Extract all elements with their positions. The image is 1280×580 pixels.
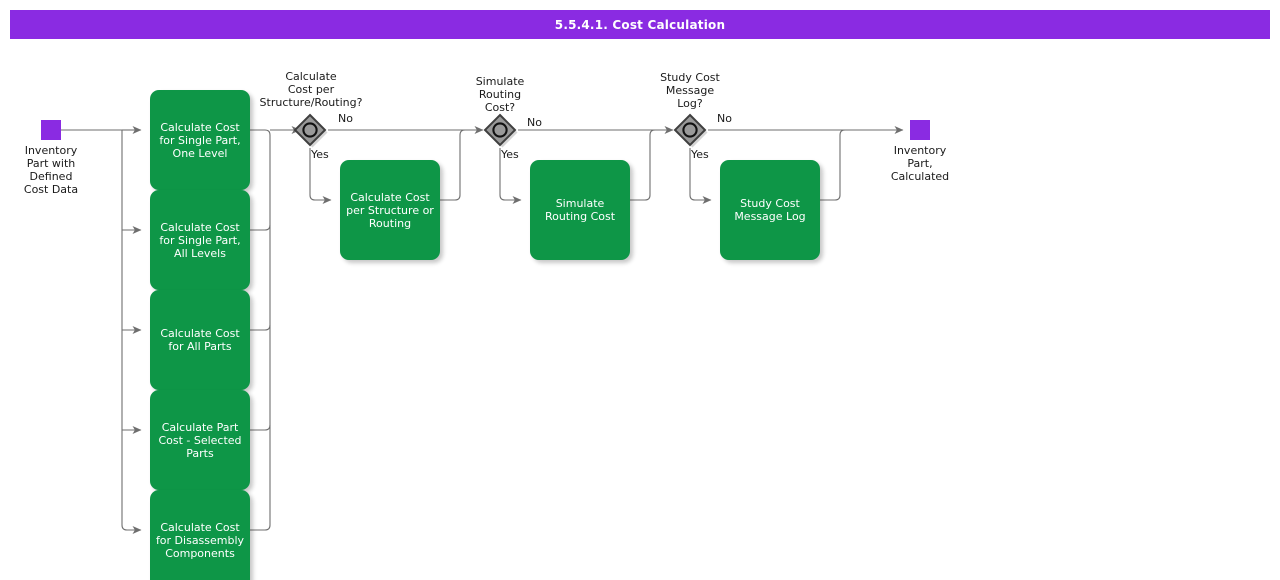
task-calculate-cost-for-single-part-all-levels[interactable]: Calculate Cost for Single Part, All Leve… xyxy=(150,190,250,290)
flow-label-gateway2-yes: Yes xyxy=(501,148,519,161)
task-calculate-cost-for-all-parts[interactable]: Calculate Cost for All Parts xyxy=(150,290,250,390)
task-label: Calculate Cost for Single Part, One Leve… xyxy=(159,120,241,160)
flow-label-gateway1-yes: Yes xyxy=(311,148,329,161)
start-event-label: Inventory Part with Defined Cost Data xyxy=(23,144,79,196)
gateway-label-calculate-cost-per-structure-routing: Calculate Cost per Structure/Routing? xyxy=(259,70,363,109)
task-label: Calculate Part Cost - Selected Parts xyxy=(158,420,242,460)
task-label: Calculate Cost per Structure or Routing xyxy=(346,190,434,230)
gateway-simulate-routing-cost[interactable] xyxy=(482,112,518,148)
wire-task1-to-merge xyxy=(250,129,271,525)
task-simulate-routing-cost[interactable]: Simulate Routing Cost xyxy=(530,160,630,260)
task-label: Calculate Cost for Single Part, All Leve… xyxy=(159,220,241,260)
task-calculate-cost-for-disassembly-components[interactable]: Calculate Cost for Disassembly Component… xyxy=(150,490,250,580)
page-title: 5.5.4.1. Cost Calculation xyxy=(10,10,1270,39)
task-calculate-cost-per-structure-or-routing[interactable]: Calculate Cost per Structure or Routing xyxy=(340,160,440,260)
wire-task3-to-merge xyxy=(250,324,271,331)
task-label: Study Cost Message Log xyxy=(734,197,806,223)
wire-task5-to-merge xyxy=(250,524,271,531)
flow-label-gateway1-no: No xyxy=(338,112,353,125)
flow-label-gateway3-yes: Yes xyxy=(691,148,709,161)
task-label: Calculate Cost for Disassembly Component… xyxy=(155,520,245,560)
gateway-label-simulate-routing-cost: Simulate Routing Cost? xyxy=(475,75,525,114)
wire-gt2-to-gateway3 xyxy=(630,129,673,201)
wire-bus-to-task5 xyxy=(121,130,142,534)
wire-gt1-to-gateway2 xyxy=(440,129,483,201)
end-event-label: Inventory Part, Calculated xyxy=(890,144,950,183)
end-event-inventory-part-calculated[interactable] xyxy=(910,120,930,140)
gateway-calculate-cost-per-structure-routing[interactable] xyxy=(292,112,328,148)
flow-label-gateway3-no: No xyxy=(717,112,732,125)
wire-task4-to-merge xyxy=(250,424,271,431)
task-calculate-cost-for-single-part-one-level[interactable]: Calculate Cost for Single Part, One Leve… xyxy=(150,90,250,190)
gateway-label-study-cost-message-log: Study Cost Message Log? xyxy=(660,71,720,110)
task-calculate-part-cost-selected-parts[interactable]: Calculate Part Cost - Selected Parts xyxy=(150,390,250,490)
flow-label-gateway2-no: No xyxy=(527,116,542,129)
start-event-inventory-part-with-defined-cost-data[interactable] xyxy=(41,120,61,140)
task-label: Simulate Routing Cost xyxy=(544,197,616,223)
wire-task2-to-merge xyxy=(250,224,271,231)
task-label: Calculate Cost for All Parts xyxy=(160,327,240,353)
gateway-study-cost-message-log[interactable] xyxy=(672,112,708,148)
task-study-cost-message-log[interactable]: Study Cost Message Log xyxy=(720,160,820,260)
